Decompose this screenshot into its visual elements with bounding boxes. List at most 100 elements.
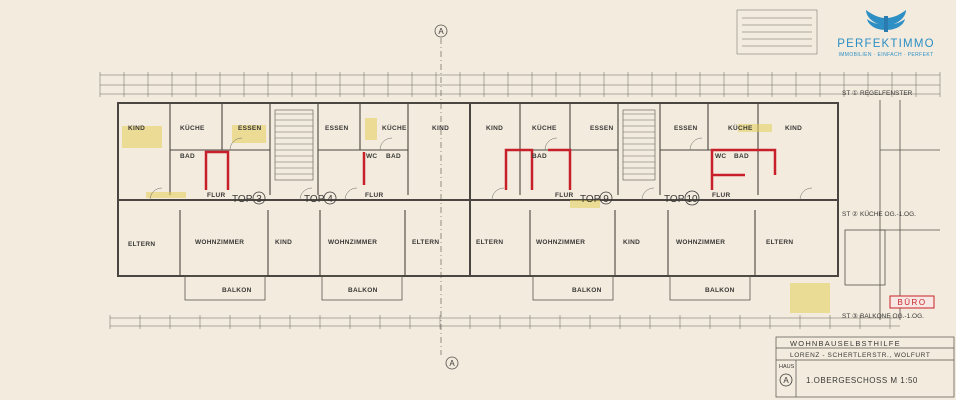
dimension-ticks-top: [99, 72, 941, 97]
room-bad-1: BAD: [180, 153, 195, 160]
door-arc: [544, 137, 558, 151]
room-wohnzimmer-3: WOHNZIMMER: [536, 239, 585, 246]
unit-number-top-4: 4: [327, 194, 333, 205]
legend-box: [736, 9, 818, 55]
title-sheet: 1.OBERGESCHOSS M 1:50: [806, 376, 918, 385]
unit-markers: TOP 3 TOP 4 TOP 9 TOP 10: [232, 190, 700, 206]
room-balkon-3: BALKON: [572, 287, 602, 294]
brand-name: PERFEKTIMMO: [837, 38, 935, 50]
unit-label-top-9: TOP: [580, 194, 601, 205]
title-haus-circle: [779, 373, 793, 387]
building-outline: [117, 102, 839, 277]
room-kind-3: KIND: [486, 125, 503, 132]
room-kueche-1: KÜCHE: [180, 123, 205, 132]
dimension-lines-top: [100, 74, 940, 95]
room-flur-2: FLUR: [365, 192, 384, 199]
dimension-ticks-bottom: [109, 315, 891, 329]
unit-number-top-3: 3: [256, 194, 262, 205]
unit-number-top-10: 10: [686, 194, 698, 205]
room-kind-2: KIND: [432, 125, 449, 132]
door-arc: [799, 187, 813, 201]
note-kueche-og: KÜCHE OG.-1.OG.: [860, 210, 916, 218]
title-block: [775, 336, 955, 398]
room-balkon-4: BALKON: [705, 287, 735, 294]
unit-number-top-9: 9: [603, 194, 609, 205]
staircases: [274, 109, 656, 181]
room-balkon-2: BALKON: [348, 287, 378, 294]
yellow-highlights: [122, 118, 830, 313]
note-balkone-og: BALKONE OG.-1.OG.: [860, 313, 924, 320]
balconies: [184, 275, 751, 301]
title-line-1: WOHNBAUSELBSTHILFE: [790, 339, 901, 348]
room-kind-1: KIND: [128, 125, 145, 132]
room-kind-4: KIND: [785, 125, 802, 132]
room-wohnzimmer-1: WOHNZIMMER: [195, 239, 244, 246]
side-notes: ST ① REGELFENSTER ST ② KÜCHE OG.-1.OG. S…: [842, 89, 924, 320]
note-st3: ST ③: [842, 312, 858, 320]
room-eltern-4: ELTERN: [766, 239, 793, 246]
door-arc: [149, 187, 163, 201]
wings-icon: [866, 10, 906, 32]
interior-walls: [169, 103, 759, 276]
room-wohnzimmer-2: WOHNZIMMER: [328, 239, 377, 246]
room-flur-1: FLUR: [207, 192, 226, 199]
title-haus-letter: A: [783, 376, 789, 385]
door-arc: [689, 137, 703, 151]
room-bad-2: BAD: [386, 153, 401, 160]
door-arc: [641, 187, 655, 201]
room-balkon-1: BALKON: [222, 287, 252, 294]
title-haus-label: HAUS: [779, 364, 795, 370]
door-arc: [299, 187, 313, 201]
unit-label-top-4: TOP: [304, 194, 325, 205]
title-block-text: WOHNBAUSELBSTHILFE LORENZ - SCHERTLERSTR…: [779, 339, 930, 387]
unit-circle-top-3: [252, 191, 266, 205]
room-eltern-1: ELTERN: [128, 241, 155, 248]
door-arc: [379, 137, 393, 151]
unit-label-top-3: TOP: [232, 194, 253, 205]
door-arc: [344, 187, 358, 201]
room-kind-6: KIND: [623, 239, 640, 246]
room-eltern-3: ELTERN: [476, 239, 503, 246]
title-line-2: LORENZ - SCHERTLERSTR., WOLFURT: [790, 352, 930, 359]
room-kueche-3: KÜCHE: [532, 123, 557, 132]
room-essen-2: ESSEN: [325, 125, 349, 132]
unit-label-top-10: TOP: [664, 194, 685, 205]
stair-steps: [275, 113, 655, 175]
room-essen-3: ESSEN: [590, 125, 614, 132]
room-flur-4: FLUR: [712, 192, 731, 199]
axis-marker-top-label: A: [438, 27, 444, 36]
axis-marker-bottom-label: A: [449, 359, 455, 368]
note-regelfenster: REGELFENSTER: [860, 90, 913, 97]
red-highlights: [204, 148, 777, 190]
room-wohnzimmer-4: WOHNZIMMER: [676, 239, 725, 246]
room-wc-2: WC: [715, 153, 726, 160]
buero-stamp: BÜRO: [889, 295, 935, 309]
unit-circle-top-10: [684, 190, 700, 206]
room-wc-1: WC: [366, 153, 377, 160]
room-essen-1: ESSEN: [238, 125, 262, 132]
axis-marker-top: A: [434, 24, 448, 38]
room-labels: KIND KÜCHE ESSEN BAD FLUR ESSEN KÜCHE KI…: [128, 123, 802, 294]
room-eltern-2: ELTERN: [412, 239, 439, 246]
room-essen-4: ESSEN: [674, 125, 698, 132]
door-arcs: [149, 137, 813, 201]
door-arc: [491, 187, 505, 201]
unit-circle-top-9: [599, 191, 613, 205]
note-st2: ST ②: [842, 210, 858, 218]
room-flur-3: FLUR: [555, 192, 574, 199]
side-section: [844, 100, 940, 320]
brand-tagline: IMMOBILIEN · EINFACH · PERFEKT: [838, 52, 933, 58]
note-st1: ST ①: [842, 89, 858, 97]
room-bad-3: BAD: [532, 153, 547, 160]
unit-circle-top-4: [323, 191, 337, 205]
room-bad-4: BAD: [734, 153, 749, 160]
dimension-lines-bottom: [110, 317, 900, 327]
axis-marker-bottom: A: [445, 356, 459, 370]
room-kueche-2: KÜCHE: [382, 123, 407, 132]
stamp-text: BÜRO: [897, 298, 926, 307]
room-kueche-4: KÜCHE: [728, 123, 753, 132]
door-arc: [229, 137, 243, 151]
room-kind-5: KIND: [275, 239, 292, 246]
brand-logo: PERFEKTIMMO IMMOBILIEN · EINFACH · PERFE…: [837, 10, 935, 58]
